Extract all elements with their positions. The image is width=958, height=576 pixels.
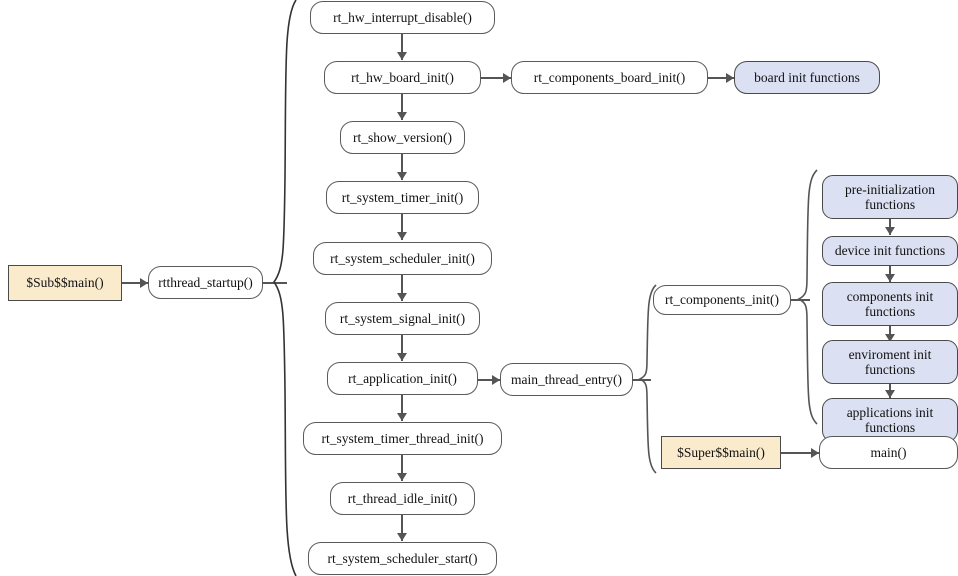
arrowhead-chain-2 <box>397 112 407 120</box>
brace-main-thread-entry-group <box>638 283 658 475</box>
edge-submain-to-startup <box>122 282 148 284</box>
arrowhead-init-4 <box>885 390 895 398</box>
arrowhead-submain-to-startup <box>140 278 148 288</box>
arrowhead-main <box>811 448 819 458</box>
node-rt-system-signal-init[interactable]: rt_system_signal_init() <box>325 302 480 335</box>
node-rtthread-startup[interactable]: rtthread_startup() <box>148 266 263 299</box>
arrowhead-chain-3 <box>397 172 407 180</box>
node-rt-system-timer-thread-init[interactable]: rt_system_timer_thread_init() <box>303 422 502 455</box>
arrowhead-boardfuncs <box>726 73 734 83</box>
arrowhead-chain-1 <box>397 52 407 60</box>
node-rt-show-version[interactable]: rt_show_version() <box>340 121 465 154</box>
node-main-thread-entry[interactable]: main_thread_entry() <box>500 363 633 396</box>
node-rt-system-scheduler-init[interactable]: rt_system_scheduler_init() <box>313 242 492 275</box>
arrowhead-chain-8 <box>397 473 407 481</box>
arrowhead-componentsboardinit <box>503 73 511 83</box>
node-sub-main[interactable]: $Sub$$main() <box>8 265 122 301</box>
arrowhead-init-2 <box>885 274 895 282</box>
edge-chain-1 <box>401 34 403 60</box>
arrowhead-mainthreadentry <box>492 375 500 385</box>
node-rt-thread-idle-init[interactable]: rt_thread_idle_init() <box>330 482 475 515</box>
brace-init-functions-group <box>797 168 819 426</box>
node-rt-hw-interrupt-disable[interactable]: rt_hw_interrupt_disable() <box>310 1 495 34</box>
edge-supermain-to-main <box>781 452 819 454</box>
arrowhead-chain-5 <box>397 293 407 301</box>
node-rt-system-timer-init[interactable]: rt_system_timer_init() <box>326 181 479 214</box>
edge-applicationinit-to-mainthreadentry <box>478 379 500 381</box>
node-rt-components-init[interactable]: rt_components_init() <box>653 285 791 315</box>
node-pre-initialization-functions[interactable]: pre-initialization functions <box>822 175 958 219</box>
node-rt-application-init[interactable]: rt_application_init() <box>327 362 478 395</box>
arrowhead-init-3 <box>885 334 895 342</box>
arrowhead-chain-7 <box>397 413 407 421</box>
node-super-main[interactable]: $Super$$main() <box>661 436 781 469</box>
edge-chain-2 <box>401 94 403 120</box>
edge-chain-4 <box>401 214 403 240</box>
node-device-init-functions[interactable]: device init functions <box>822 236 958 266</box>
edge-chain-6 <box>401 335 403 361</box>
node-applications-init-functions[interactable]: applications init functions <box>822 398 958 442</box>
edge-componentsboardinit-to-boardfuncs <box>708 77 734 79</box>
node-main[interactable]: main() <box>819 436 958 469</box>
arrowhead-chain-9 <box>397 533 407 541</box>
brace-startup-chain <box>272 0 298 576</box>
node-board-init-functions[interactable]: board init functions <box>734 61 880 94</box>
edge-chain-9 <box>401 515 403 541</box>
arrowhead-init-1 <box>885 227 895 235</box>
edge-chain-7 <box>401 395 403 421</box>
node-rt-components-board-init[interactable]: rt_components_board_init() <box>511 61 708 94</box>
node-enviroment-init-functions[interactable]: enviroment init functions <box>822 340 958 384</box>
node-components-init-functions[interactable]: components init functions <box>822 282 958 326</box>
arrowhead-chain-4 <box>397 232 407 240</box>
edge-boardinit-to-componentsboardinit <box>481 77 511 79</box>
node-rt-system-scheduler-start[interactable]: rt_system_scheduler_start() <box>308 542 497 575</box>
edge-chain-5 <box>401 275 403 301</box>
edge-chain-3 <box>401 154 403 180</box>
edge-chain-8 <box>401 455 403 481</box>
arrowhead-chain-6 <box>397 353 407 361</box>
node-rt-hw-board-init[interactable]: rt_hw_board_init() <box>324 61 481 94</box>
